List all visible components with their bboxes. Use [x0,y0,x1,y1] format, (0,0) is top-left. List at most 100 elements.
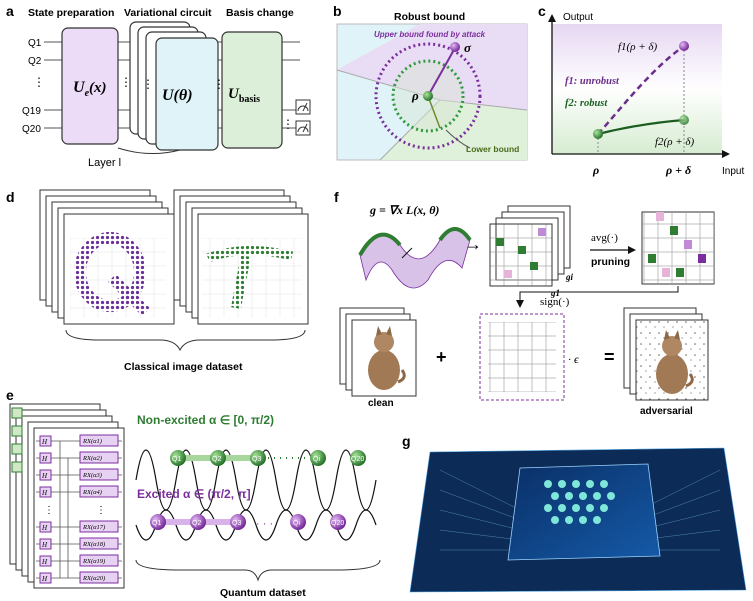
rho-point [423,91,433,101]
svg-text:Q20: Q20 [331,520,344,527]
svg-text:RX(α18): RX(α18) [82,541,105,548]
letter-q-image [74,232,150,316]
lower-arrow [427,95,441,129]
ubasis-box [221,31,283,149]
chip-qubit-array [544,480,615,524]
panel-letter-b: b [333,3,342,19]
wave-top [135,449,377,511]
qubit-label-dots: ⋮ [33,75,45,89]
panel-b: b Robust bound Upper bound found by atta… [333,3,528,161]
plus-sign: + [436,347,447,367]
ut-label: U(θ) [162,87,193,104]
panel-letter-c: c [538,3,546,19]
dots-excited: · · · [256,518,273,530]
svg-text:Q20: Q20 [351,456,364,463]
image-stack-q [39,189,175,325]
sigma-point [450,42,460,52]
f1-legend: f1: unrobust [565,76,620,87]
excited-label: Excited α ∈ (π/2, π] [137,487,251,501]
f1-point-label: f1(ρ + δ) [618,41,658,53]
ut-box [155,37,219,151]
panel-g: g [402,433,747,593]
gradient-formula: g = ∇x L(x, θ) [369,203,439,217]
curve-f2-robust [597,118,685,136]
pruned-grid [641,211,715,285]
region-green [380,100,527,160]
svg-text:RX(α4): RX(α4) [82,489,102,496]
measurement-icon-2 [295,120,311,136]
lower-bound-pointer [445,129,471,149]
svg-text:Q1: Q1 [172,456,181,463]
panel-c: c Output Input f1(ρ + δ) f1: unrobust f2… [538,3,744,177]
panel-d: d Classical image datas [6,189,309,373]
chip-die [507,463,661,561]
panel-letter-a: a [6,3,14,19]
svg-text:RX(α19): RX(α19) [82,558,105,565]
svg-text:Q2: Q2 [212,456,221,463]
qubit-label-q1: Q1 [28,38,42,49]
qubit-label-q20: Q20 [22,124,41,135]
adversarial-image-stack [623,307,709,401]
chip-substrate-edge [409,447,747,593]
adversarial-label: adversarial [640,406,693,417]
image-stack-t [173,189,309,325]
gi-label: gi [565,272,574,282]
chart-c-background [552,24,722,154]
svg-text:RX(α3): RX(α3) [82,472,102,479]
panel-letter-d: d [6,189,15,205]
f2-legend: f2: robust [565,98,608,109]
sigma-arrow [427,47,456,97]
panel-a: a State preparation Variational circuit … [6,3,311,169]
caption-e: Quantum dataset [220,587,306,599]
measurement-icon-1 [295,99,311,115]
arrow-head-2 [628,246,636,254]
qubits-bottom: Q1 Q2 Q3 Qi Q20 [150,514,346,530]
clean-image-stack [339,307,417,397]
sigma-label: σ [464,40,472,55]
point-rho [593,129,603,139]
svg-text:RX(α20): RX(α20) [82,575,105,582]
upper-bound-circle [374,42,482,150]
svg-text:Q3: Q3 [232,520,241,527]
svg-text:RX(α17): RX(α17) [82,524,105,531]
ue-label: Ue(x) [73,79,107,99]
svg-text:H: H [41,575,48,583]
y-arrowhead [548,14,556,22]
svg-text:H: H [41,438,48,446]
quantum-chip-image [409,447,747,593]
robust-bound-title: Robust bound [394,11,465,23]
svg-text:H: H [41,489,48,497]
cat-image-clean [368,326,406,390]
loss-surface [358,227,472,289]
svg-text:H: H [41,541,48,549]
clean-label: clean [368,398,394,409]
dots-e1: ⋮ [44,505,54,516]
point-f2 [679,115,689,125]
upper-bound-label: Upper bound found by attack [374,30,486,39]
ue-box [61,27,119,145]
dots-e2: ⋮ [96,505,106,516]
avg-label: avg(·) [591,232,618,244]
header-state-prep: State preparation [28,7,114,19]
svg-text:H: H [41,558,48,566]
epsilon-label: · ϵ [568,352,580,366]
tick-rho: ρ [592,163,599,177]
sign-label: sign(·) [540,296,570,308]
panel-e: e H H H H H H H [6,387,381,599]
panel-letter-f: f [334,189,339,205]
svg-text:Q2: Q2 [192,520,201,527]
svg-text:H: H [41,524,48,532]
equals-sign: = [604,347,615,367]
rx-gates: RX(α1) RX(α2) RX(α3) RX(α4) RX(α17) RX(α… [79,434,119,584]
g1-label: g1 [550,288,560,298]
cat-image-adversarial [656,330,694,394]
tick-rho-delta: ρ + δ [665,163,691,177]
svg-text:Qi: Qi [293,520,300,527]
pruning-label: pruning [591,256,630,268]
svg-text:Qi: Qi [313,456,320,463]
svg-text:RX(α1): RX(α1) [82,438,102,445]
svg-text:Q1: Q1 [152,520,161,527]
layer-label: Layer l [88,157,121,169]
panel-letter-e: e [6,387,14,403]
